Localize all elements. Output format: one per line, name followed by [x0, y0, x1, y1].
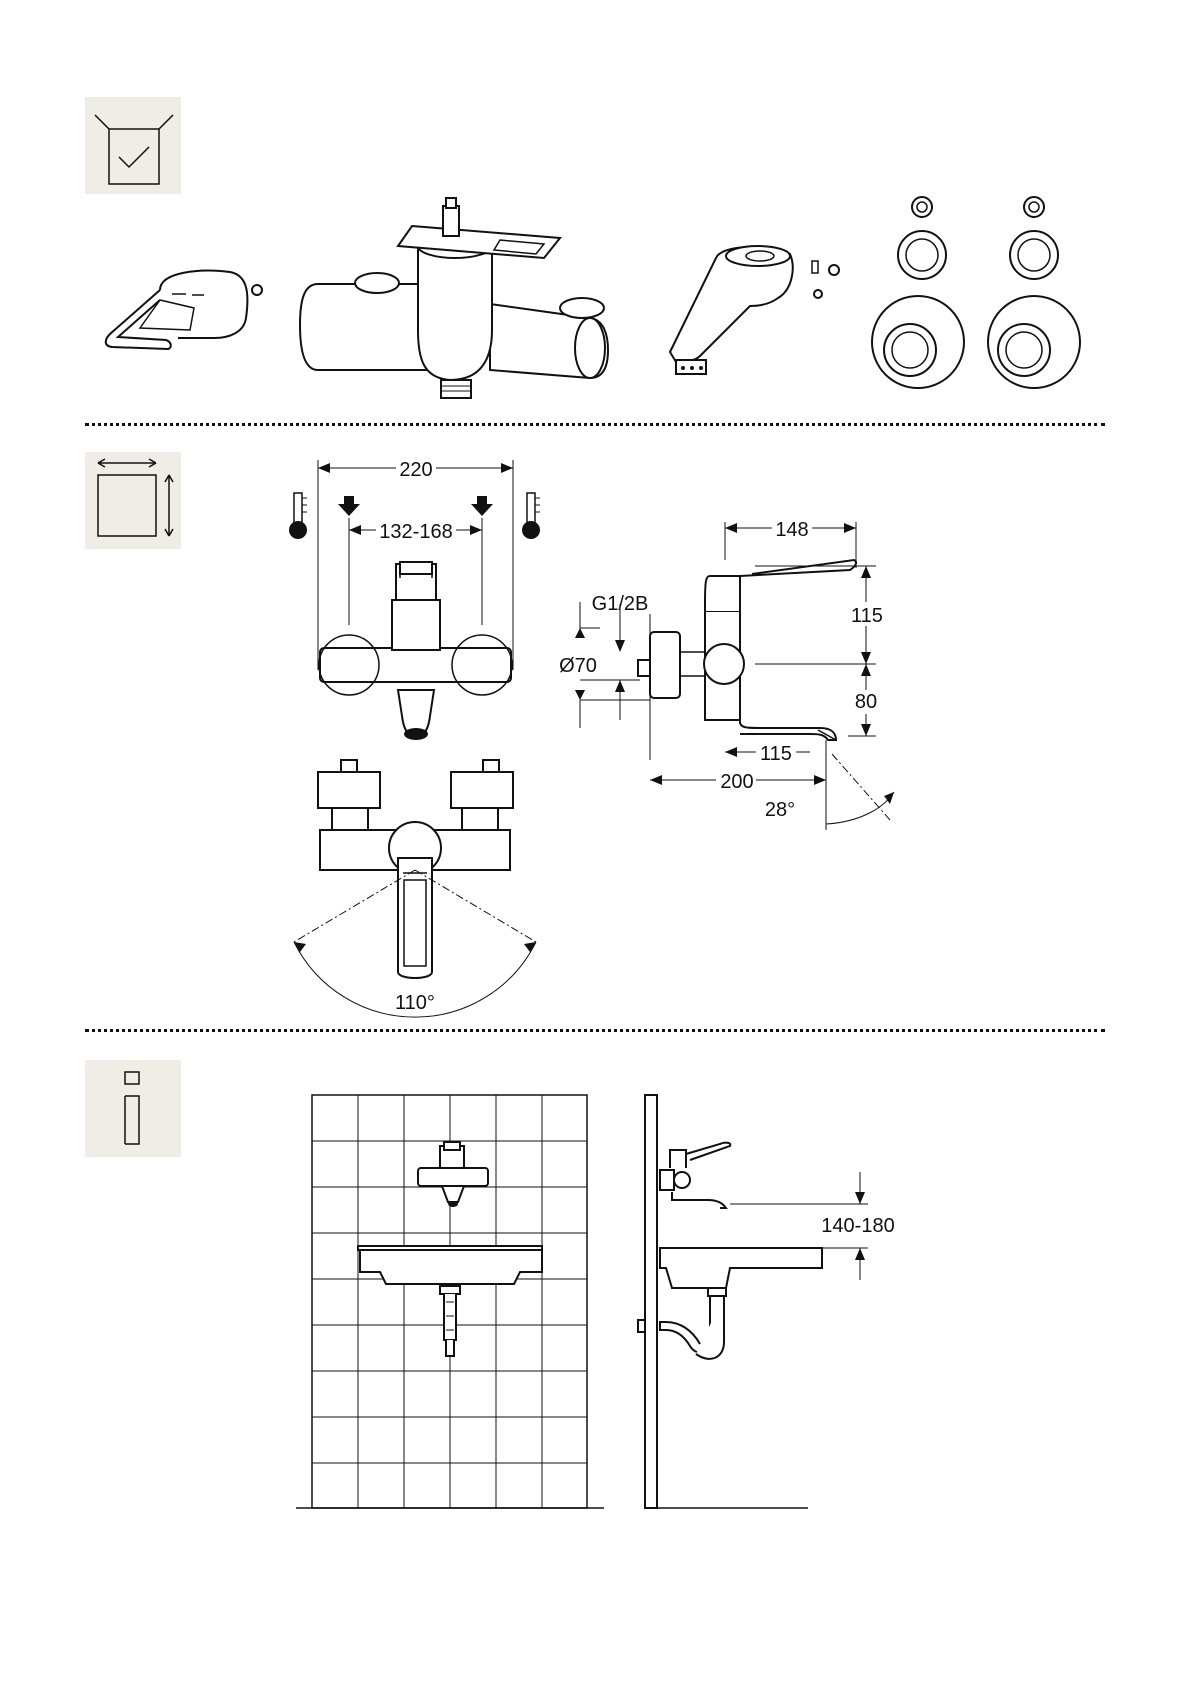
front-mixer [418, 1142, 488, 1207]
dim-inlet-spacing: 132-168 [379, 521, 452, 543]
wall-side-section: 140-180 [638, 1095, 895, 1508]
dim-lever-length: 148 [775, 519, 808, 541]
top-view [294, 760, 536, 1017]
tiled-wall-front [296, 1095, 604, 1508]
dim-height-lower: 80 [855, 691, 877, 713]
cold-thermometer-icon [289, 493, 307, 539]
dim-lever-swing: 110° [395, 992, 435, 1014]
dim-height-upper: 115 [851, 605, 883, 627]
lever-handle-part [106, 271, 248, 349]
small-fittings-part [812, 261, 839, 298]
spout-part [670, 246, 793, 374]
dim-spout-reach: 115 [760, 743, 792, 765]
dim-depth-total: 200 [720, 771, 753, 793]
dim-spout-angle: 28° [765, 799, 795, 821]
dim-width-total: 220 [399, 459, 432, 481]
grub-screw-part [252, 285, 262, 295]
mixer-body-part [300, 198, 608, 398]
hot-thermometer-icon [522, 493, 540, 539]
dim-mounting-height: 140-180 [821, 1215, 894, 1237]
dim-thread: G1/2B [592, 593, 649, 615]
eccentric-fittings-part [872, 197, 1080, 388]
front-view [289, 460, 540, 740]
dim-rosette-diameter: Ø70 [559, 655, 597, 677]
front-basin [358, 1246, 542, 1356]
